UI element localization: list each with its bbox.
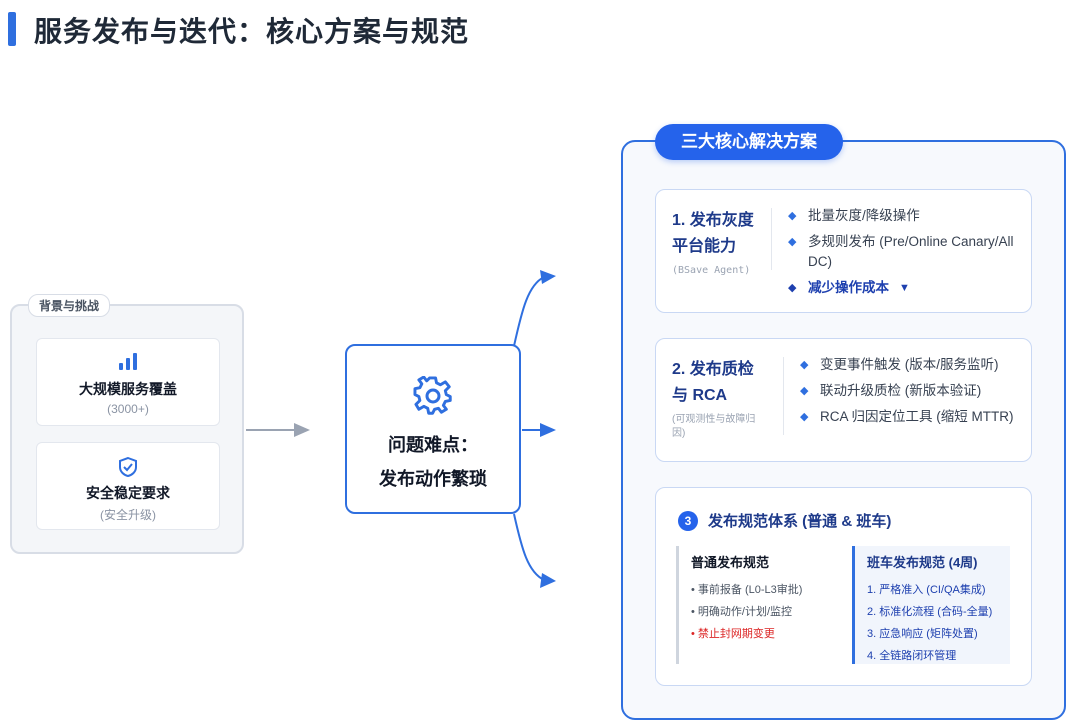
- title-accent-bar: [8, 12, 16, 46]
- card1-title-line2: 平台能力: [672, 238, 737, 255]
- normal-release-title: 普通发布规范: [691, 555, 770, 570]
- card1-highlight: ◆减少操作成本▼: [788, 278, 1018, 298]
- normal-release-warning: • 禁止封网期变更: [691, 628, 775, 640]
- diamond-icon: ◆: [788, 282, 797, 294]
- card2-title-line2: 与 RCA: [672, 387, 728, 404]
- card3-title: 发布规范体系 (普通 & 班车): [708, 513, 892, 530]
- diamond-icon: ◆: [800, 385, 809, 397]
- bus-release-item: 2. 标准化流程 (合码-全量): [867, 606, 993, 618]
- card1-title-line1: 1. 发布灰度: [672, 212, 754, 229]
- card1-item: ◆多规则发布 (Pre/Online Canary/All DC): [788, 232, 1018, 272]
- problem-line-2: 发布动作繁琐: [379, 469, 487, 489]
- triangle-down-icon: ▼: [899, 282, 910, 294]
- page-title: 服务发布与迭代：核心方案与规范: [34, 16, 470, 47]
- solution-card-1: 1. 发布灰度 平台能力 (BSave Agent) ◆批量灰度/降级操作 ◆多…: [655, 189, 1032, 313]
- card1-sub: (BSave Agent): [672, 265, 751, 276]
- shield-check-icon: [37, 456, 219, 478]
- card2-divider: [783, 357, 784, 435]
- problem-box: 问题难点： 发布动作繁琐: [345, 344, 521, 514]
- stability-card: 安全稳定要求 (安全升级): [36, 442, 220, 530]
- gear-icon: [347, 375, 519, 421]
- top-branch-line: [513, 276, 545, 347]
- card2-sub: (可观测性与故障归因): [672, 414, 756, 439]
- card2-item: ◆联动升级质检 (新版本验证): [800, 381, 1022, 401]
- card2-item: ◆RCA 归因定位工具 (缩短 MTTR): [800, 407, 1022, 427]
- normal-release-item: • 事前报备 (L0-L3审批): [691, 584, 803, 596]
- background-tag: 背景与挑战: [28, 294, 111, 317]
- top-branch-head: [540, 270, 556, 284]
- coverage-title: 大规模服务覆盖: [79, 381, 177, 397]
- solution-card-3: 3 发布规范体系 (普通 & 班车) 普通发布规范 • 事前报备 (L0-L3审…: [655, 487, 1032, 686]
- solution-card-2: 2. 发布质检 与 RCA (可观测性与故障归因) ◆变更事件触发 (版本/服务…: [655, 338, 1032, 462]
- card1-divider: [771, 208, 772, 270]
- bus-release-item: 1. 严格准入 (CI/QA集成): [867, 584, 986, 596]
- card1-item: ◆批量灰度/降级操作: [788, 206, 1018, 226]
- coverage-card: 大规模服务覆盖 (3000+): [36, 338, 220, 426]
- bus-release-title: 班车发布规范 (4周): [867, 555, 978, 570]
- bus-release-column: 班车发布规范 (4周) 1. 严格准入 (CI/QA集成) 2. 标准化流程 (…: [852, 546, 1010, 664]
- normal-release-item: • 明确动作/计划/监控: [691, 606, 793, 618]
- bottom-branch-head: [540, 573, 556, 588]
- stability-sub: (安全升级): [100, 508, 156, 522]
- diamond-icon: ◆: [788, 210, 797, 222]
- diamond-icon: ◆: [800, 411, 809, 423]
- bar-chart-icon: [37, 353, 219, 373]
- card2-item: ◆变更事件触发 (版本/服务监听): [800, 355, 1022, 375]
- mid-branch-head: [540, 423, 556, 437]
- problem-line-1: 问题难点：: [388, 435, 478, 455]
- card1-list: ◆批量灰度/降级操作 ◆多规则发布 (Pre/Online Canary/All…: [788, 206, 1018, 304]
- card3-number-badge: 3: [678, 510, 698, 531]
- card2-list: ◆变更事件触发 (版本/服务监听) ◆联动升级质检 (新版本验证) ◆RCA 归…: [800, 355, 1022, 433]
- bus-release-item: 4. 全链路闭环管理: [867, 650, 957, 662]
- stability-title: 安全稳定要求: [86, 485, 170, 501]
- solutions-title: 三大核心解决方案: [655, 124, 843, 160]
- left-arrow-head: [294, 423, 310, 437]
- normal-release-column: 普通发布规范 • 事前报备 (L0-L3审批) • 明确动作/计划/监控 • 禁…: [676, 546, 834, 664]
- card2-head: 2. 发布质检 与 RCA (可观测性与故障归因): [672, 357, 764, 441]
- coverage-sub: (3000+): [107, 402, 149, 416]
- card2-title-line1: 2. 发布质检: [672, 361, 754, 378]
- diamond-icon: ◆: [800, 359, 809, 371]
- card1-head: 1. 发布灰度 平台能力 (BSave Agent): [672, 208, 764, 278]
- bus-release-item: 3. 应急响应 (矩阵处置): [867, 628, 978, 640]
- card3-head: 3 发布规范体系 (普通 & 班车): [678, 510, 891, 531]
- diamond-icon: ◆: [788, 236, 797, 248]
- bottom-branch-line: [513, 513, 545, 581]
